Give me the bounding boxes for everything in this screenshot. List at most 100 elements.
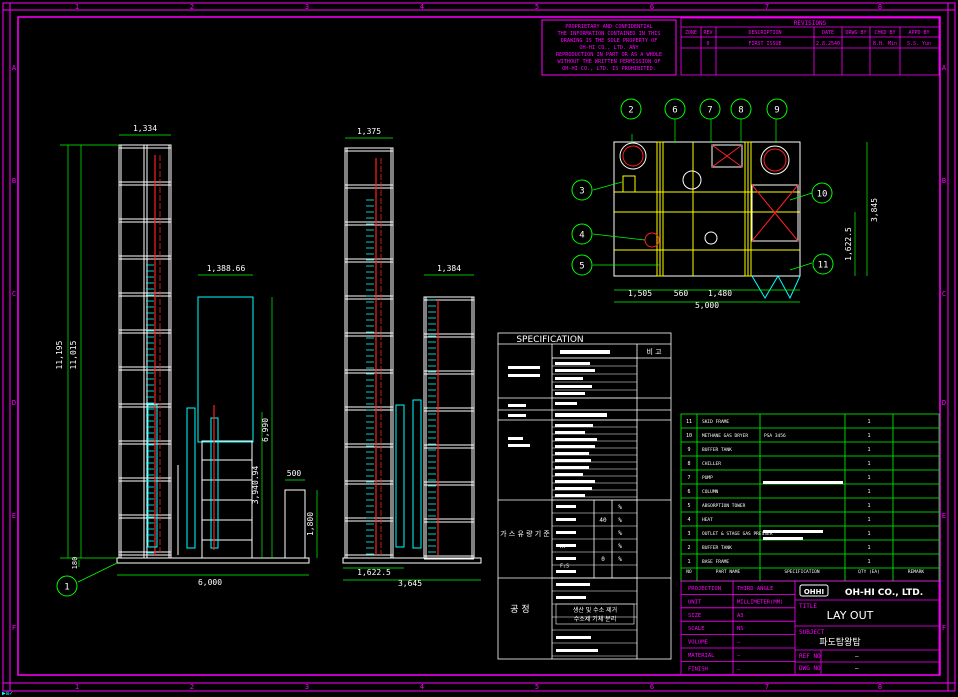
revisions-header: DESCRIPTION: [748, 30, 781, 36]
title-block-label: SIZE: [688, 613, 701, 619]
notice-line: DRAWING IS THE SOLE PROPERTY OF: [561, 38, 658, 44]
grid-col-top-4: 4: [420, 3, 424, 11]
plan-view: 1,505 560 1,480 5,000 3,845 1,622.5: [592, 119, 879, 310]
grid-col-bottom-5: 5: [535, 683, 539, 691]
spec-redacted-values: [508, 350, 610, 652]
grid-row-left-D: D: [12, 399, 16, 407]
svg-text:11: 11: [686, 419, 692, 425]
grid-col-top-8: 8: [878, 3, 882, 11]
revisions-header: DRWG BY: [845, 30, 866, 36]
title-label: TITLE: [799, 603, 817, 610]
title-block-label: MATERIAL: [688, 653, 715, 659]
ref-value: —: [855, 653, 859, 660]
corner-tag: ▶≡✓: [2, 690, 13, 697]
svg-text:1: 1: [867, 419, 870, 425]
grid-col-bottom-3: 3: [305, 683, 309, 691]
dim-small-w: 500: [287, 469, 302, 478]
svg-text:BUFFER TANK: BUFFER TANK: [702, 545, 732, 551]
svg-text:9: 9: [774, 106, 779, 116]
grid-col-top-3: 3: [305, 3, 309, 11]
balloon-3: 3: [571, 179, 593, 201]
side-tower-ladder: [366, 199, 436, 555]
svg-text:PUMP: PUMP: [702, 475, 713, 481]
revisions-header: CHKD BY: [874, 30, 895, 36]
grid-row-right-C: C: [942, 290, 946, 298]
title-block-value: THIRD ANGLE: [737, 586, 773, 592]
grid-row-right-B: B: [942, 177, 946, 185]
spec-title: SPECIFICATION: [516, 335, 583, 345]
svg-text:1: 1: [867, 545, 870, 551]
svg-text:1: 1: [867, 531, 870, 537]
parts-list-table: [680, 413, 940, 582]
dwg-label: DWG NO: [799, 665, 821, 672]
dim-side-right: 1,384: [437, 264, 461, 273]
svg-text:METHANE GAS DRYER: METHANE GAS DRYER: [702, 433, 748, 439]
title-block-value: —: [737, 653, 741, 659]
dim-height-low: 3,940.94: [251, 466, 260, 505]
parts-header: PART NAME: [716, 569, 741, 575]
grid-col-top-2: 2: [190, 3, 194, 11]
mid-column: [147, 296, 306, 559]
grid-col-bottom-4: 4: [420, 683, 424, 691]
grid-row-left-E: E: [12, 512, 16, 520]
title-block-label: UNIT: [688, 599, 702, 605]
grid-row-left-F: F: [12, 624, 16, 632]
title-block-label: SCALE: [688, 626, 705, 632]
dim-side-top: 1,375: [357, 127, 381, 136]
dim-height-main: 11,015: [69, 340, 78, 369]
grid-row-right-F: F: [942, 624, 946, 632]
svg-text:3: 3: [687, 531, 690, 537]
dim-height-mid: 6,990: [261, 418, 270, 442]
notice-line: THE INFORMATION CONTAINED IN THIS: [557, 31, 660, 37]
main-tower: [118, 144, 172, 559]
svg-text:1: 1: [64, 583, 69, 593]
dim-front-top: 1,334: [133, 124, 157, 133]
svg-text:1: 1: [867, 517, 870, 523]
svg-text:8: 8: [687, 461, 690, 467]
balloon-5: 5: [571, 254, 593, 276]
spec-note-line-2: 수소제 기체 분리: [574, 615, 616, 623]
title-block-value: —: [737, 666, 741, 672]
parts-header: NO: [686, 569, 692, 575]
svg-text:4: 4: [579, 231, 584, 241]
spec-design-unit: %: [618, 556, 622, 563]
title-block-value: —: [737, 640, 741, 646]
grid-col-bottom-8: 8: [878, 683, 882, 691]
title-block-label: VOLUME: [688, 640, 708, 646]
spec-design-unit: %: [618, 504, 622, 511]
dwg-value: —: [855, 665, 859, 672]
svg-text:4: 4: [687, 517, 690, 523]
ref-label: REF NO: [799, 653, 821, 660]
dim-plan-a: 1,505: [628, 289, 652, 298]
notice-line: WITHOUT THE WRITTEN PERMISSION OF: [557, 59, 660, 65]
grid-col-top-5: 5: [535, 3, 539, 11]
spec-design-value: 40: [599, 517, 607, 524]
svg-text:10: 10: [686, 433, 692, 439]
grid-col-bottom-7: 7: [765, 683, 769, 691]
revisions-cell: B.H. Min: [873, 41, 897, 47]
svg-text:ABSORPTION TOWER: ABSORPTION TOWER: [702, 503, 746, 509]
grid-row-left-A: A: [12, 64, 17, 72]
side-view: 1,375 1,384 1,622.5 3,645: [342, 127, 482, 588]
spec-design-unit: %: [618, 543, 622, 550]
dim-base-offset: 180: [71, 557, 79, 570]
title-block-value: NS: [737, 626, 744, 632]
svg-text:10: 10: [817, 190, 828, 200]
revisions-header: REV: [703, 30, 712, 36]
parts-row: 2 BUFFER TANK 1: [687, 545, 870, 551]
grid-row-left-C: C: [12, 290, 16, 298]
dim-plan-total: 5,000: [695, 301, 719, 310]
balloon-8: 8: [730, 98, 752, 120]
svg-text:2: 2: [687, 545, 690, 551]
